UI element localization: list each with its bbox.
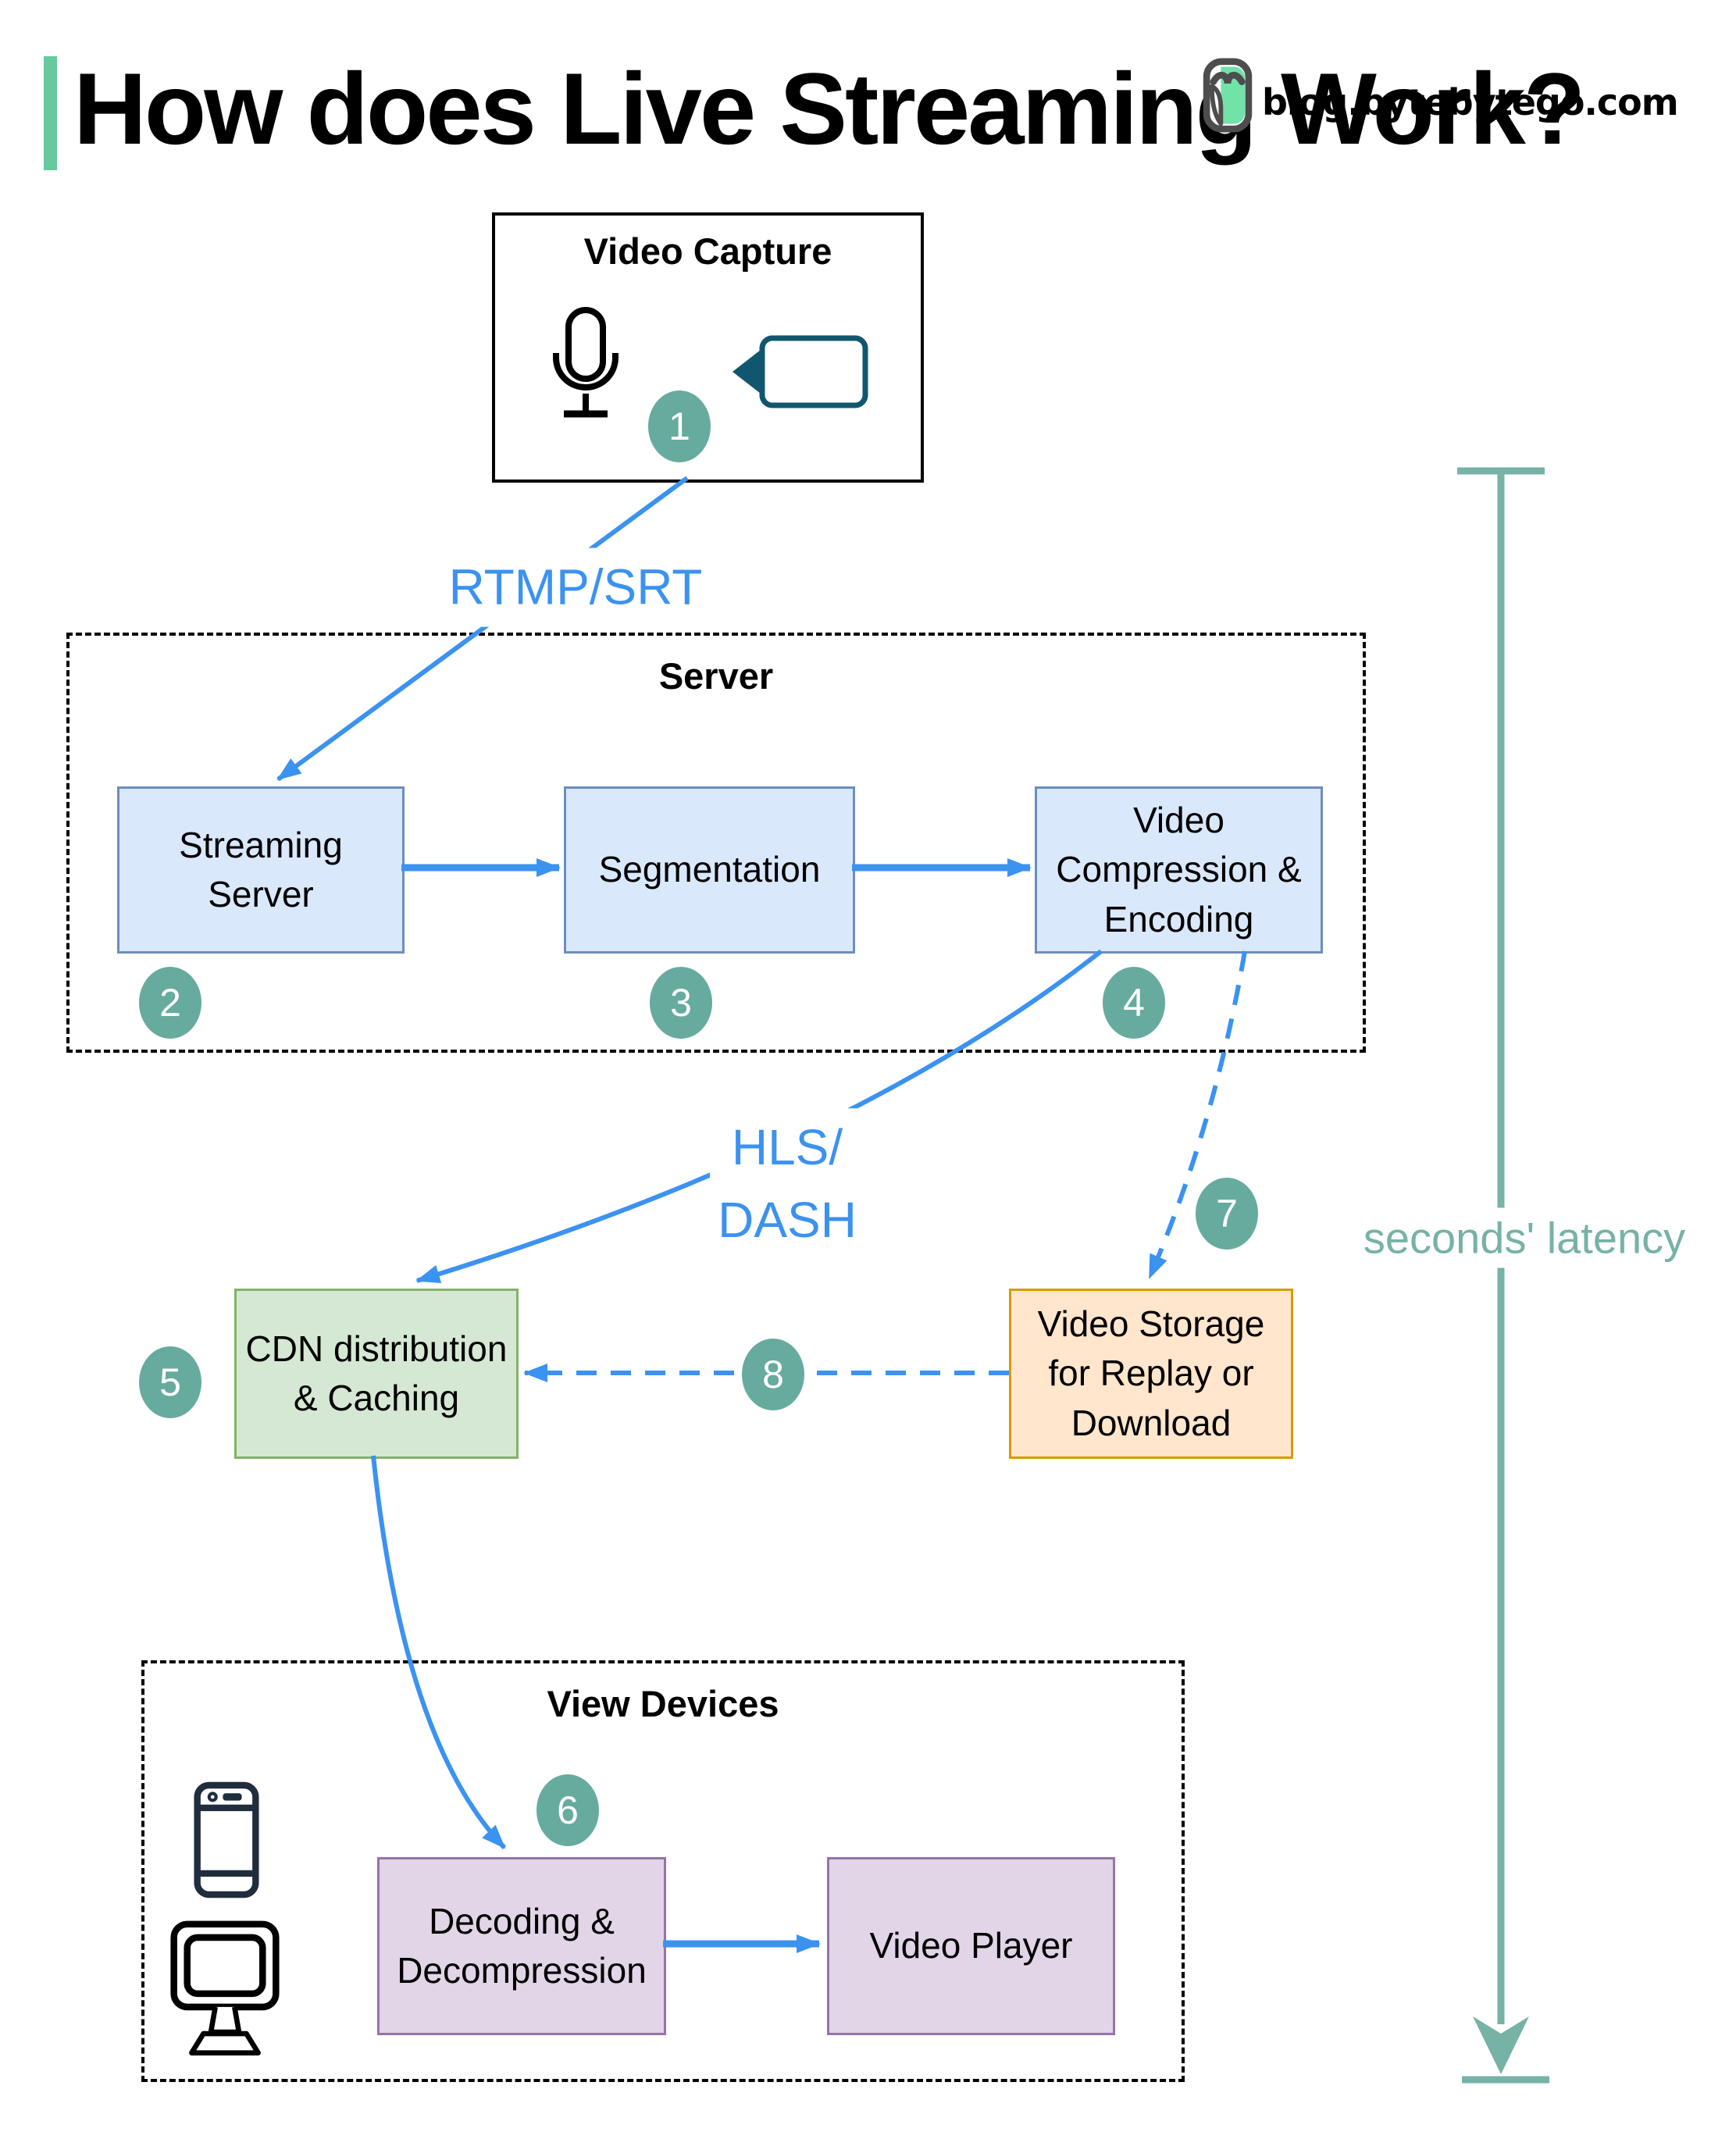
- step-badge-7: 7: [1196, 1178, 1258, 1250]
- node-text: Video Storage: [1037, 1303, 1265, 1344]
- step-badge-3: 3: [650, 967, 712, 1039]
- site-url: blog.bytebytego.com: [1262, 81, 1679, 123]
- edge-label-hls-dash: HLS/ DASH: [710, 1108, 864, 1260]
- node-streaming-server: Streaming Server: [117, 786, 405, 954]
- bytebytego-logo-icon: [1203, 58, 1253, 133]
- node-text: Video: [1133, 799, 1224, 840]
- video-camera-icon: [729, 334, 870, 409]
- step-badge-4: 4: [1103, 967, 1165, 1039]
- step-badge-1: 1: [648, 390, 711, 462]
- page-title: How does Live Streaming Work?: [73, 52, 1585, 166]
- node-text: for Replay or: [1048, 1353, 1254, 1394]
- node-text: Decoding &: [429, 1900, 615, 1941]
- microphone-icon: [547, 306, 625, 423]
- edge-label-line: HLS/: [731, 1119, 843, 1176]
- node-text: CDN distribution: [245, 1328, 508, 1369]
- title-accent-bar: [44, 56, 57, 170]
- step-badge-2: 2: [139, 967, 201, 1039]
- node-text: Download: [1071, 1402, 1232, 1443]
- group-server-label: Server: [658, 655, 774, 697]
- desktop-monitor-icon: [169, 1920, 280, 2065]
- node-text: Compression &: [1056, 849, 1302, 890]
- node-text: Server: [208, 874, 314, 914]
- node-video-storage: Video Storage for Replay or Download: [1009, 1289, 1293, 1459]
- node-text: Encoding: [1103, 898, 1254, 939]
- node-decoding-decompression: Decoding & Decompression: [377, 1857, 666, 2035]
- node-video-capture-label: Video Capture: [583, 230, 832, 272]
- node-text: Streaming: [179, 824, 343, 865]
- smartphone-icon: [194, 1781, 259, 1899]
- edge-label-line: DASH: [718, 1192, 857, 1248]
- group-view-devices: View Devices: [141, 1660, 1185, 2082]
- node-text: & Caching: [293, 1378, 460, 1418]
- step-badge-6: 6: [536, 1774, 599, 1846]
- node-segmentation: Segmentation: [564, 786, 855, 954]
- node-video-compression-encoding: Video Compression & Encoding: [1035, 786, 1323, 954]
- node-cdn-distribution-caching: CDN distribution & Caching: [234, 1289, 519, 1459]
- latency-arrowhead: [1473, 2016, 1529, 2074]
- node-text: Video Player: [869, 1925, 1073, 1966]
- step-badge-8: 8: [742, 1339, 804, 1410]
- node-text: Decompression: [397, 1950, 647, 1991]
- step-badge-5: 5: [139, 1346, 201, 1418]
- node-video-player: Video Player: [827, 1857, 1115, 2035]
- latency-label: seconds' latency: [1350, 1207, 1699, 1268]
- group-view-devices-label: View Devices: [547, 1683, 779, 1724]
- edge-label-rtmp-srt: RTMP/SRT: [440, 547, 711, 627]
- node-text: Segmentation: [598, 849, 821, 890]
